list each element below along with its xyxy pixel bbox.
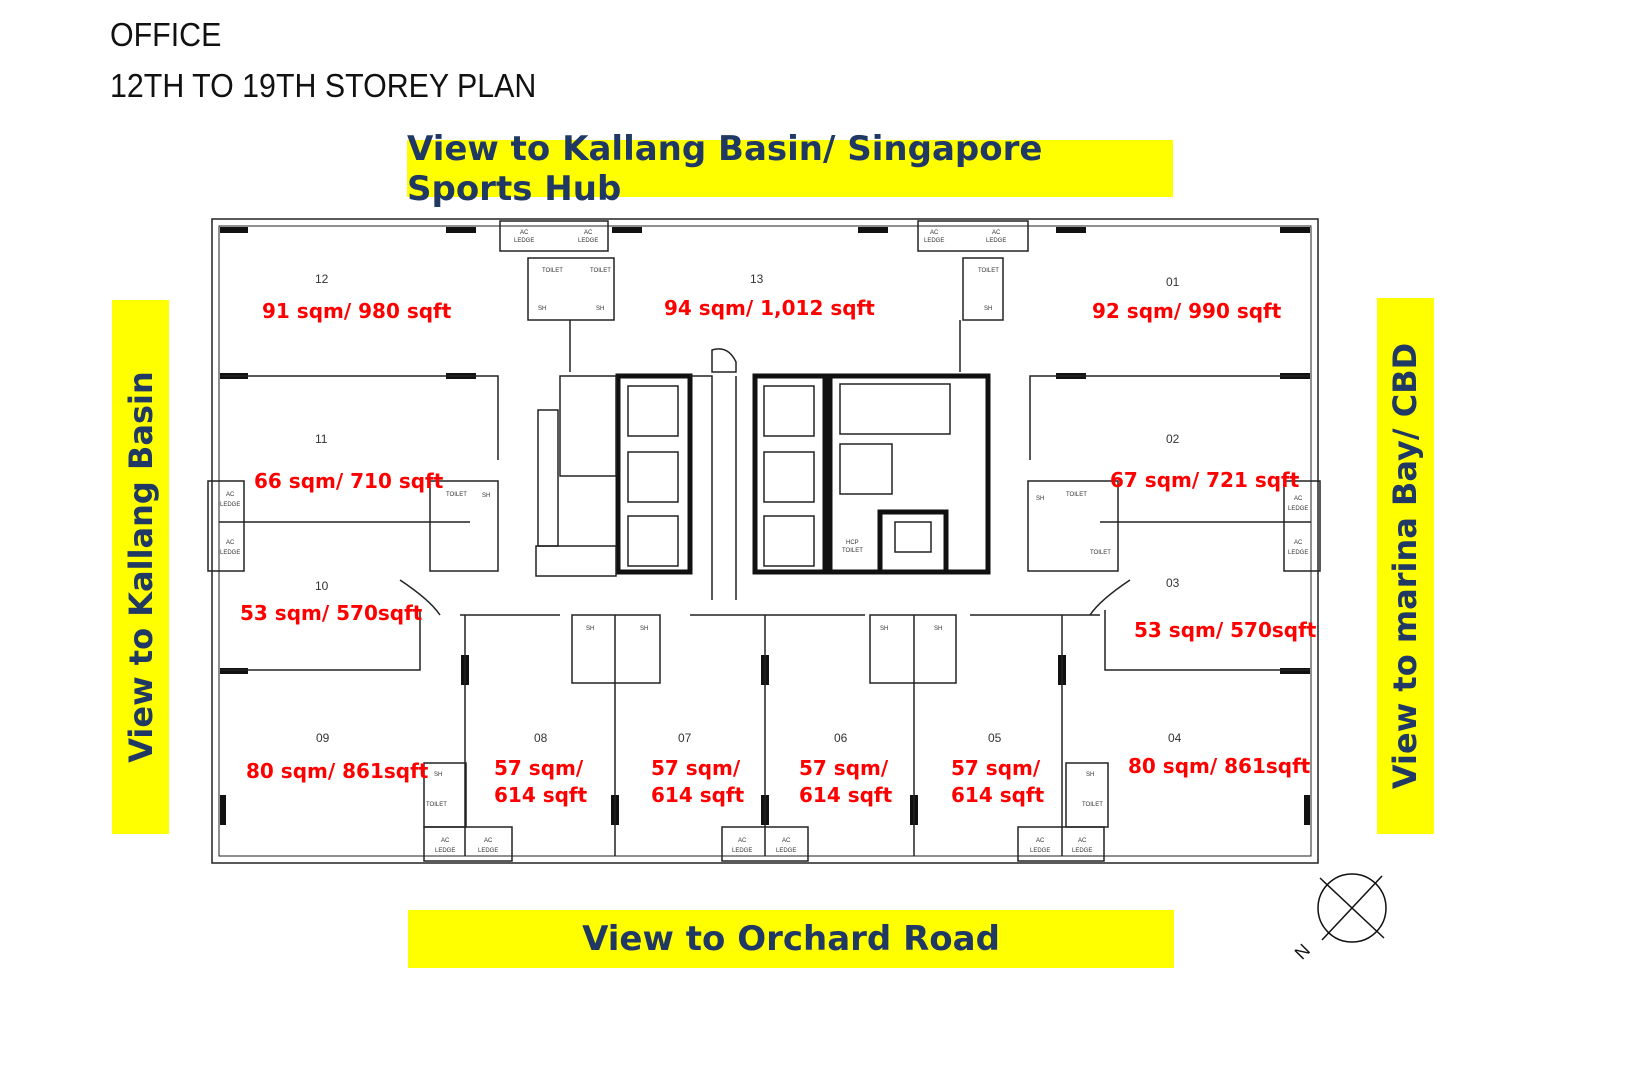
view-label-right: View to marina Bay/ CBD [1377,298,1434,834]
unit-number: 08 [534,731,548,745]
unit-number: 09 [316,731,330,745]
unit-number: 12 [315,272,329,286]
building-core [535,348,991,600]
ac-label: AC [226,492,235,498]
ledge-label: LEDGE [776,848,796,854]
ac-label: AC [484,838,493,844]
ledge-label: LEDGE [514,238,534,244]
unit-area: 614 sqft [799,783,893,807]
unit-area: 53 sqm/ 570sqft [1134,618,1317,642]
ledge-label: LEDGE [478,848,498,854]
unit-number: 11 [315,432,328,446]
view-label-top: View to Kallang Basin/ Singapore Sports … [407,129,1173,209]
unit-area: 57 sqm/ [799,756,889,780]
unit-area: 80 sqm/ 861sqft [246,759,429,783]
ac-label: AC [1294,540,1303,546]
north-label: N [1291,940,1314,963]
view-label-bottom: View to Orchard Road [408,910,1174,968]
ac-ledge-labels: AC LEDGE AC LEDGE AC LEDGE AC LEDGE AC L… [220,230,1308,854]
unit-area: 614 sqft [494,783,588,807]
toilet-label: TOILET [426,802,447,808]
sh-label: SH [586,626,594,632]
plan-category: OFFICE [110,16,222,53]
ac-label: AC [738,838,747,844]
view-label-left: View to Kallang Basin [112,300,169,834]
ledge-label: LEDGE [732,848,752,854]
toilet-label: TOILET [1082,802,1103,808]
ledge-label: LEDGE [435,848,455,854]
unit-area: 614 sqft [951,783,1045,807]
unit-number: 10 [315,579,329,593]
ledge-label: LEDGE [220,550,240,556]
unit-number: 07 [678,731,692,745]
sh-label: SH [1036,496,1044,502]
sh-label: SH [880,626,888,632]
unit-number: 13 [750,272,764,286]
unit-area: 80 sqm/ 861sqft [1128,754,1311,778]
view-label-top-text: View to Kallang Basin/ Singapore Sports … [407,128,1043,209]
sh-label: SH [640,626,648,632]
unit-areas: 91 sqm/ 980 sqft 94 sqm/ 1,012 sqft 92 s… [240,296,1317,807]
ac-label: AC [226,540,235,546]
sh-label: SH [482,493,490,499]
ac-label: AC [520,230,529,236]
ledge-label: LEDGE [986,238,1006,244]
unit-area: 614 sqft [651,783,745,807]
unit-number: 02 [1166,432,1180,446]
ac-label: AC [1036,838,1045,844]
unit-number: 06 [834,731,848,745]
ac-label: AC [992,230,1001,236]
ac-label: AC [930,230,939,236]
toilet-label: TOILET [1066,492,1087,498]
toilet-label: TOILET [1090,550,1111,556]
toilet-label: TOILET [542,268,563,274]
unit-numbers: 12 13 01 11 02 10 03 09 08 07 06 05 04 [315,272,1182,745]
unit-area: 92 sqm/ 990 sqft [1092,299,1282,323]
unit-area: 57 sqm/ [651,756,741,780]
hcp-toilet-label: TOILET [842,548,863,554]
partition-walls [219,320,1311,856]
sh-label: SH [934,626,942,632]
ledge-label: LEDGE [1072,848,1092,854]
toilet-label: TOILET [978,268,999,274]
unit-area: 67 sqm/ 721 sqft [1110,468,1300,492]
service-blocks [207,220,1321,862]
unit-area: 66 sqm/ 710 sqft [254,469,444,493]
unit-number: 05 [988,731,1002,745]
ledge-label: LEDGE [1288,550,1308,556]
unit-number: 03 [1166,576,1180,590]
ac-label: AC [441,838,450,844]
sh-label: SH [984,306,992,312]
ac-label: AC [584,230,593,236]
unit-area: 53 sqm/ 570sqft [240,601,423,625]
unit-area: 57 sqm/ [494,756,584,780]
unit-area: 94 sqm/ 1,012 sqft [664,296,875,320]
plan-title: 12TH TO 19TH STOREY PLAN [110,67,537,104]
ac-label: AC [1078,838,1087,844]
toilet-label: TOILET [446,492,467,498]
ledge-label: LEDGE [220,502,240,508]
ledge-label: LEDGE [1030,848,1050,854]
unit-area: 91 sqm/ 980 sqft [262,299,452,323]
sh-label: SH [596,306,604,312]
toilet-label: TOILET [590,268,611,274]
unit-number: 01 [1166,275,1180,289]
ac-label: AC [1294,496,1303,502]
ledge-label: LEDGE [1288,506,1308,512]
hcp-label: HCP [846,540,859,546]
sh-label: SH [1086,772,1094,778]
ac-label: AC [782,838,791,844]
view-label-bottom-text: View to Orchard Road [582,919,1000,959]
ledge-label: LEDGE [578,238,598,244]
corridor-curves [399,579,1131,616]
sh-label: SH [434,772,442,778]
sh-label: SH [538,306,546,312]
building-outline [211,218,1319,864]
unit-area: 57 sqm/ [951,756,1041,780]
unit-number: 04 [1168,731,1182,745]
ledge-label: LEDGE [924,238,944,244]
north-arrow-icon: N [1291,873,1387,963]
